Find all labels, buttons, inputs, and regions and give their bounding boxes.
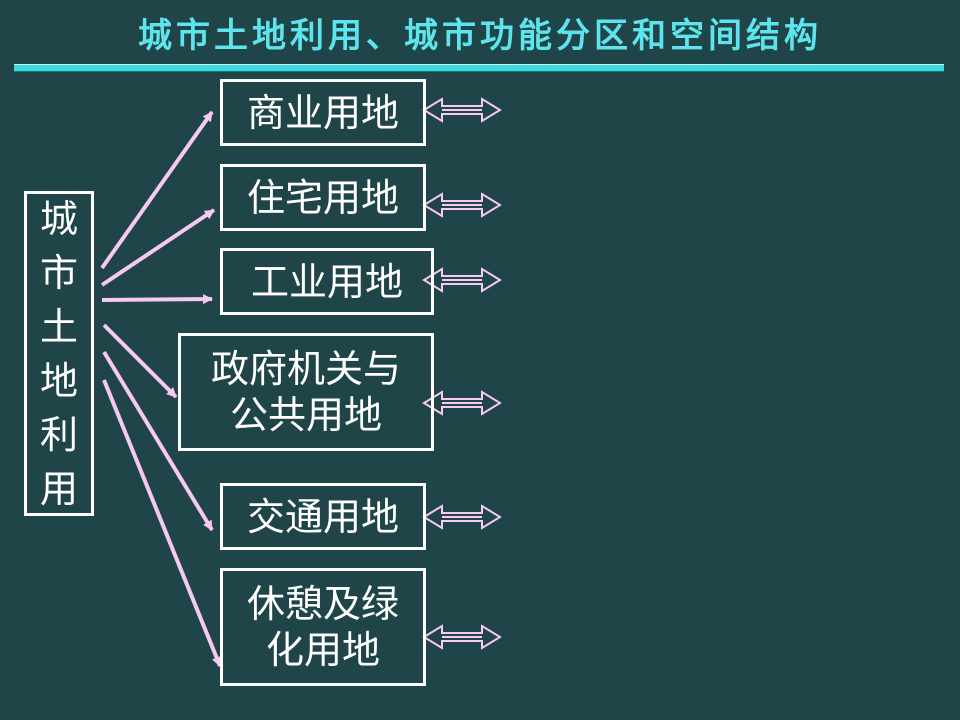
category-label: 住宅用地 <box>246 175 399 220</box>
double-arrow-3 <box>422 267 502 293</box>
double-arrow-4 <box>422 390 502 416</box>
source-box-urban-land-use: 城 市 土 地 利 用 <box>24 191 94 516</box>
category-box-industrial: 工业用地 <box>220 248 434 315</box>
double-arrow-6 <box>422 624 502 650</box>
category-label: 交通用地 <box>246 494 399 539</box>
arrow-to-greenspace <box>102 379 222 667</box>
double-arrow-1 <box>422 97 502 123</box>
category-label-line: 政府机关与 <box>210 347 401 391</box>
category-label: 工业用地 <box>250 259 403 304</box>
arrow-to-residential <box>100 208 216 287</box>
category-box-residential: 住宅用地 <box>220 164 426 231</box>
source-char: 地 <box>39 358 78 403</box>
source-char: 利 <box>39 412 78 457</box>
double-arrow-5 <box>422 504 502 530</box>
category-label-line: 化用地 <box>265 628 380 672</box>
title-underline <box>14 64 944 72</box>
category-box-government-public: 政府机关与 公共用地 <box>178 333 434 451</box>
category-box-commercial: 商业用地 <box>220 79 426 146</box>
arrow-to-government <box>102 323 178 399</box>
source-char: 土 <box>39 304 78 349</box>
arrow-to-industrial <box>101 294 213 305</box>
source-char: 用 <box>39 466 78 511</box>
arrow-to-transport <box>102 350 214 532</box>
category-label-line: 公共用地 <box>229 393 382 437</box>
category-label-line: 休憩及绿 <box>246 582 399 626</box>
arrow-to-commercial <box>100 110 214 270</box>
source-char: 城 <box>39 196 78 241</box>
category-label: 商业用地 <box>246 90 399 135</box>
slide-title: 城市土地利用、城市功能分区和空间结构 <box>138 16 822 56</box>
category-box-recreation-green: 休憩及绿 化用地 <box>220 568 426 686</box>
source-char: 市 <box>39 250 78 295</box>
double-arrow-2 <box>422 192 502 218</box>
category-box-transport: 交通用地 <box>220 483 426 550</box>
